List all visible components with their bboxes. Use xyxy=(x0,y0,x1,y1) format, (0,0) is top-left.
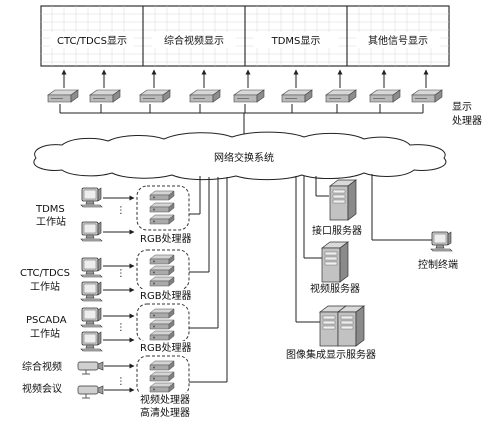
processor-blade xyxy=(149,330,175,341)
network-drops xyxy=(189,176,228,383)
workstation-group-ctc-tdcs: ⋮ CTC/TDCS 工作站 xyxy=(20,257,135,302)
rgb-processor-label: RGB处理器 xyxy=(140,342,192,354)
rgb-processor-label: RGB处理器 xyxy=(140,290,192,302)
processor-to-wall-arrows xyxy=(61,69,429,88)
camera-icon xyxy=(77,385,104,399)
image-integration-server-label: 图像集成显示服务器 xyxy=(286,348,376,361)
interface-server-label: 接口服务器 xyxy=(312,224,362,237)
computer-icon xyxy=(80,331,103,352)
workstation-group-tdms: ⋮ TDMS 工作站 xyxy=(35,187,135,242)
processor-blade xyxy=(149,360,175,371)
server-drops xyxy=(295,174,432,323)
display-panel-tdms: TDMS显示 xyxy=(271,35,321,47)
display-processor-unit xyxy=(281,89,313,103)
workstation-group-pscada: ⋮ PSCADA 工作站 xyxy=(26,307,135,352)
display-processor-unit xyxy=(189,89,221,103)
display-panel-other-signals: 其他信号显示 xyxy=(368,34,428,47)
server-icon xyxy=(321,241,349,283)
rgb-processor-label: RGB处理器 xyxy=(140,233,192,245)
video-server-label: 视频服务器 xyxy=(310,282,360,295)
server-icon xyxy=(337,305,365,347)
workstation-label-line1: CTC/TDCS xyxy=(20,268,70,279)
processor-blade xyxy=(149,382,175,393)
video-processor-group: 视频处理器 高清处理器 xyxy=(136,355,214,419)
computer-icon xyxy=(80,221,103,242)
video-source-label: 综合视频 xyxy=(22,360,62,373)
display-processor-unit xyxy=(233,89,265,103)
rgb-processor-group-2: RGB处理器 xyxy=(136,249,204,302)
display-panel-integrated-video: 综合视频显示 xyxy=(164,34,224,47)
display-processor-unit xyxy=(89,89,121,103)
processor-blade xyxy=(149,319,175,330)
control-terminal: 控制终端 xyxy=(418,231,458,271)
workstation-label-line1: TDMS xyxy=(35,204,65,215)
workstation-label-line2: 工作站 xyxy=(36,215,66,228)
display-processor-unit xyxy=(369,89,401,103)
computer-icon xyxy=(430,231,453,252)
computer-icon xyxy=(80,187,103,208)
display-processor-unit xyxy=(139,89,171,103)
display-processor-label-line2: 处理器 xyxy=(452,115,482,127)
workstation-label-line2: 工作站 xyxy=(30,327,60,340)
ellipsis: ⋮ xyxy=(116,376,126,387)
display-processor-label-line1: 显示 xyxy=(452,101,472,113)
network-label: 网络交换系统 xyxy=(214,151,274,164)
processor-blade xyxy=(149,308,175,319)
video-server: 视频服务器 xyxy=(310,241,360,295)
display-processor-unit xyxy=(325,89,357,103)
network-switching-system: 网络交换系统 xyxy=(33,131,447,181)
display-wall: CTC/TDCS显示 综合视频显示 TDMS显示 其他信号显示 xyxy=(40,5,450,67)
display-panel-ctc-tdcs: CTC/TDCS显示 xyxy=(57,35,127,47)
display-processor-unit xyxy=(411,89,443,103)
rgb-processor-group-1: RGB处理器 xyxy=(136,185,204,245)
processor-blade xyxy=(149,276,175,287)
workstation-label-line2: 工作站 xyxy=(30,280,60,293)
computer-icon xyxy=(80,307,103,328)
image-integration-server: 图像集成显示服务器 xyxy=(286,305,376,361)
video-processor-label: 视频处理器 xyxy=(140,393,190,406)
display-processors xyxy=(47,89,443,103)
processor-blade xyxy=(149,265,175,276)
processor-blade xyxy=(149,214,175,225)
control-terminal-label: 控制终端 xyxy=(418,258,458,271)
processor-blade xyxy=(149,371,175,382)
computer-icon xyxy=(80,281,103,302)
ellipsis: ⋮ xyxy=(116,322,126,333)
processor-blade xyxy=(149,254,175,265)
camera-icon xyxy=(77,361,104,375)
display-processor-unit xyxy=(47,89,79,103)
ellipsis: ⋮ xyxy=(116,205,126,216)
computer-icon xyxy=(80,257,103,278)
workstation-label-line1: PSCADA xyxy=(26,315,67,326)
processor-blade xyxy=(149,190,175,201)
video-source-group: ⋮ 综合视频 视频会议 xyxy=(22,360,135,399)
hd-processor-label: 高清处理器 xyxy=(140,406,190,419)
processor-blade xyxy=(149,202,175,213)
ellipsis: ⋮ xyxy=(116,268,126,279)
rgb-processor-group-3: RGB处理器 xyxy=(136,303,204,354)
interface-server: 接口服务器 xyxy=(312,179,362,237)
video-source-label: 视频会议 xyxy=(22,382,62,395)
server-icon xyxy=(329,179,357,221)
